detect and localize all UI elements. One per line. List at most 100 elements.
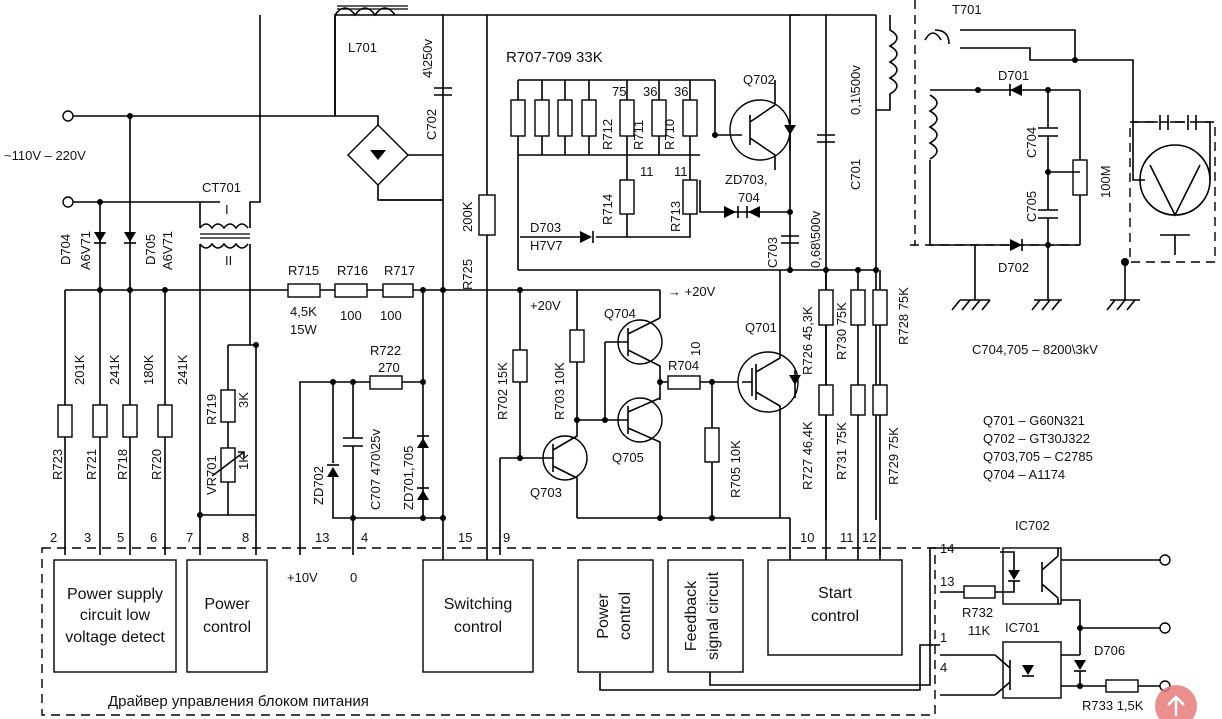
r716-value: 100 [340, 308, 362, 323]
l701-label: L701 [348, 40, 377, 55]
psu-line-2: circuit low [80, 607, 151, 624]
c704-705-spec: C704,705 – 8200\3kV [972, 342, 1098, 357]
pin-5: 5 [117, 530, 124, 545]
pin-2: 2 [50, 530, 57, 545]
zd703-label: ZD703, [725, 172, 768, 187]
r707-709-label: R707-709 33K [506, 49, 603, 66]
d704-label: D704 [58, 234, 73, 265]
r710-value: 36 [674, 84, 688, 99]
resistor-r725: 200K R725 [460, 194, 496, 290]
transformer-ct701: CT701 I II [199, 15, 261, 520]
pin-3: 3 [84, 530, 91, 545]
r721-value: 241K [107, 354, 122, 385]
d705-value: A6V71 [160, 231, 175, 270]
c707-label: C707 470\25v [368, 429, 383, 510]
power-control-line-2: control [203, 619, 251, 636]
zener-zd703-704: ZD703, 704 [699, 172, 790, 218]
r725-value: 200K [460, 201, 475, 232]
switching-line-2: control [454, 619, 502, 636]
r720-label: R720 [149, 449, 164, 480]
pin-6: 6 [150, 530, 157, 545]
input-terminal-bottom [62, 196, 74, 208]
inductor-l701: L701 [334, 5, 408, 55]
r721-label: R721 [84, 449, 99, 480]
input-terminal-top [62, 110, 74, 122]
r711-value: 36 [643, 84, 657, 99]
r733-label: R733 1,5K [1082, 698, 1144, 713]
r711-label: R711 [631, 120, 646, 150]
r714-value: 11 [640, 164, 654, 179]
r717-label: R717 [384, 263, 415, 278]
pin-4: 4 [361, 530, 368, 545]
c703-label: C703 [765, 237, 780, 268]
c701-label: C701 [848, 159, 863, 190]
pin-13b: 13 [940, 574, 954, 589]
bridge-rectifier [334, 15, 443, 201]
r729-label: R729 75K [886, 427, 901, 485]
r722-zd702-c707: R722 270 ZD702 C707 470\25v ZD701,705 [299, 290, 446, 555]
block-power-control-vertical: Power control [577, 559, 654, 673]
psu-line-3: voltage detect [65, 629, 165, 646]
r732-label: R732 [962, 605, 993, 620]
r719-label: R719 [204, 394, 219, 425]
feedback-line-2: signal circuit [705, 571, 722, 660]
r719-value: 3K [236, 392, 251, 408]
resistors-r723-r720: 201K 241K 180K 241K R723 R721 R718 R720 [50, 290, 190, 555]
pin-8: 8 [242, 530, 249, 545]
r717-value: 100 [380, 308, 402, 323]
transistor-q702: Q702 [712, 72, 796, 170]
pin-13: 13 [315, 530, 329, 545]
pin-15: 15 [458, 530, 472, 545]
r703-label: R703 10K [552, 362, 567, 420]
r715-label: R715 [288, 263, 319, 278]
ct701-secondary: II [225, 253, 232, 268]
r723-label: R723 [50, 449, 65, 480]
r722-value: 270 [378, 360, 400, 375]
block-power-supply-detect: Power supply circuit low voltage detect [53, 559, 177, 673]
d706-label: D706 [1094, 643, 1125, 658]
r704-value: 10 [688, 342, 703, 356]
driver-caption: Драйвер управления блоком питания [108, 693, 369, 710]
transistor-q701: Q701 [737, 270, 801, 518]
r720-value: 241K [175, 354, 190, 385]
c702-label: C702 [424, 109, 439, 140]
magnetron-tube [1106, 115, 1216, 311]
start-line-1: Start [818, 585, 852, 602]
pin-1: 1 [940, 630, 947, 645]
d701-label: D701 [998, 68, 1029, 83]
resistor-bank-r707-709: R707-709 33K 75 36 36 R712 R711 R710 11 … [506, 49, 715, 270]
d703-value: H7V7 [530, 238, 563, 253]
r100m-label: 100M [1098, 165, 1113, 198]
transistor-list-1: Q702 – GT30J322 [983, 431, 1090, 446]
transformer-t701-primary [876, 15, 898, 111]
c703-value: 0,68\500v [808, 210, 823, 268]
input-voltage-label: ~110V – 220V [4, 148, 86, 163]
c704-label: C704 [1024, 127, 1039, 158]
psu-line-1: Power supply [67, 586, 163, 603]
vr701-value: 1K [236, 454, 251, 470]
r727-label: R727 46,4K [800, 421, 815, 490]
r718-label: R718 [115, 449, 130, 480]
zd704-label: 704 [738, 190, 760, 205]
capacitor-c703: C703 0,68\500v [765, 210, 823, 268]
ct701-label: CT701 [202, 180, 241, 195]
transistor-list-2: Q703,705 – C2785 [983, 449, 1093, 464]
r713-label: R713 [668, 201, 683, 232]
feedback-line-1: Feedback [683, 580, 700, 651]
pin-numbers: 2 3 5 6 7 8 13 4 15 9 10 11 12 14 13 1 4… [50, 530, 954, 675]
scroll-top-button[interactable] [1155, 685, 1197, 719]
pin-10: 10 [800, 530, 814, 545]
resistors-r715-717: R715 R716 R717 4,5K 15W 100 100 [287, 263, 415, 337]
c702-value: 4\250v [420, 38, 435, 78]
d703-label: D703 [530, 220, 561, 235]
r716-label: R716 [337, 263, 368, 278]
capacitor-c702: 4\250v C702 [420, 38, 452, 140]
ic702-label: IC702 [1015, 518, 1050, 533]
q705-label: Q705 [612, 450, 644, 465]
zd701-label: ZD701,705 [401, 446, 416, 510]
driver-section: +20V → +20V R702 15K R703 10K Q704 Q705 … [495, 284, 790, 555]
r715-watt: 15W [290, 322, 317, 337]
r705-label: R705 10K [728, 440, 743, 498]
r704-label: R704 [668, 358, 699, 373]
